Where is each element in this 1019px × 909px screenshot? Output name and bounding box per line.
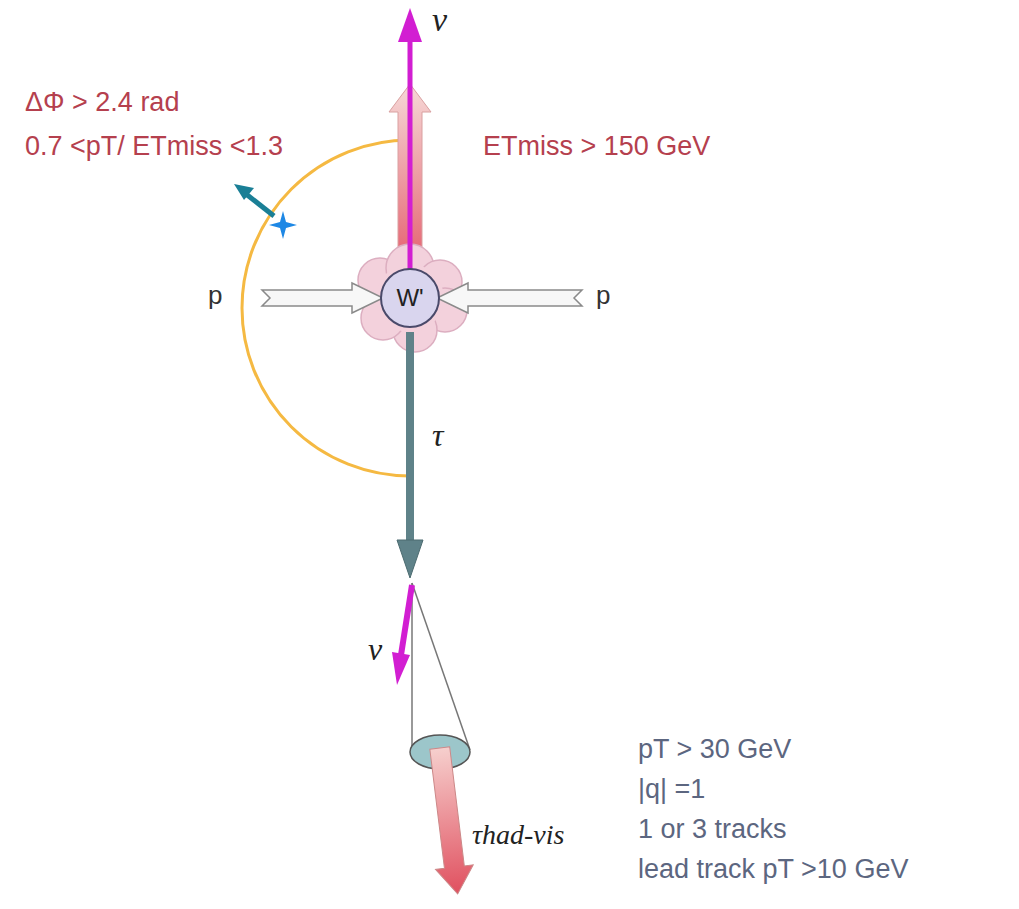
particle-name: W' xyxy=(396,284,423,312)
neutrino-label: ν xyxy=(368,630,382,668)
particle-circle: W' xyxy=(379,267,441,329)
proton-arrow xyxy=(262,283,383,313)
arrow-head xyxy=(234,184,254,200)
selection-label: |q| =1 xyxy=(638,773,705,805)
arrow-head xyxy=(398,8,422,42)
arrow-head xyxy=(392,652,410,685)
cut-label: ETmiss > 150 GeV xyxy=(483,130,710,162)
neutrino-label: ν xyxy=(432,0,447,41)
leader-arrow xyxy=(246,194,274,216)
proton-arrow xyxy=(437,283,582,313)
proton-label: p xyxy=(596,280,610,311)
selection-label: lead track pT >10 GeV xyxy=(638,853,908,885)
arrow-head xyxy=(397,540,423,578)
proton-label: p xyxy=(208,280,222,311)
star-symbol xyxy=(269,211,297,239)
cut-label: 0.7 <pT/ ETmiss <1.3 xyxy=(25,130,283,162)
cone-line xyxy=(412,583,470,750)
neutrino-line xyxy=(408,38,413,292)
selection-label: 1 or 3 tracks xyxy=(638,813,787,845)
cut-label: ΔΦ > 2.4 rad xyxy=(25,86,179,118)
neutrino-line xyxy=(401,585,412,655)
tau-label: τ xyxy=(432,416,443,454)
visible-tau-arrow xyxy=(421,746,477,897)
tau-line xyxy=(406,332,414,542)
tau-label: τhad-vis xyxy=(472,818,564,852)
selection-label: pT > 30 GeV xyxy=(638,733,791,765)
cone-line xyxy=(411,583,413,748)
